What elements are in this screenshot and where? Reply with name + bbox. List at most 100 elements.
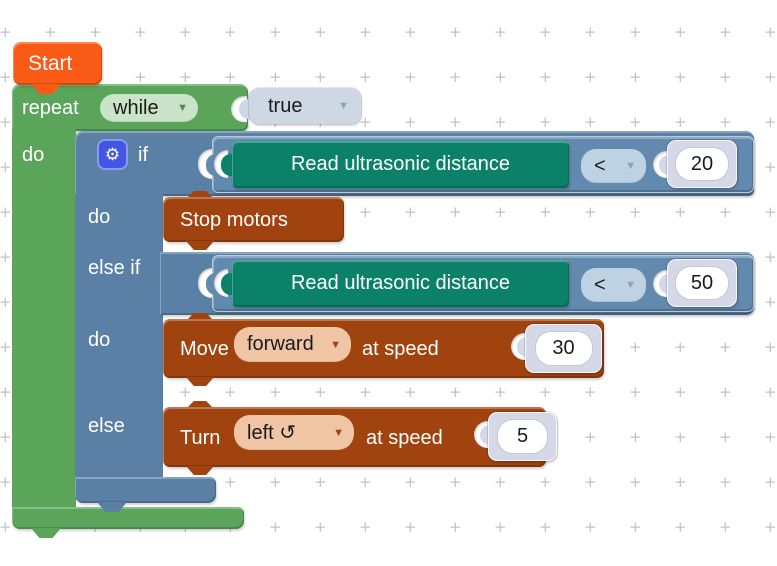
number1-tab xyxy=(659,155,669,175)
sensor2-tab xyxy=(221,273,233,295)
if-block-next-tab xyxy=(97,502,127,512)
grid-cross: + xyxy=(584,113,597,131)
number3-field[interactable]: 30 xyxy=(534,331,593,366)
grid-cross: + xyxy=(764,68,777,86)
grid-cross: + xyxy=(314,518,327,536)
grid-cross: + xyxy=(314,23,327,41)
number4-block[interactable]: 5 xyxy=(488,412,557,461)
repeat-block-footer[interactable] xyxy=(12,507,244,529)
if-block-footer[interactable] xyxy=(75,477,216,503)
grid-cross: + xyxy=(539,383,552,401)
grid-cross: + xyxy=(404,23,417,41)
start-block-next-tab xyxy=(31,84,61,94)
number1-field[interactable]: 20 xyxy=(675,147,729,181)
stop-block-next-tab xyxy=(186,241,214,250)
grid-cross: + xyxy=(0,113,12,131)
chevron-down-icon: ▼ xyxy=(625,279,636,291)
grid-cross: + xyxy=(584,383,597,401)
grid-cross: + xyxy=(494,473,507,491)
if-block-spine[interactable] xyxy=(75,194,163,479)
sensor2-block[interactable]: Read ultrasonic distance xyxy=(232,260,569,307)
turn-verb-label: Turn xyxy=(180,427,221,449)
grid-cross: + xyxy=(404,518,417,536)
grid-cross: + xyxy=(584,473,597,491)
grid-cross: + xyxy=(629,23,642,41)
compare2-tab xyxy=(206,273,216,295)
grid-cross: + xyxy=(0,518,12,536)
grid-cross: + xyxy=(269,518,282,536)
stop-block[interactable] xyxy=(163,197,344,242)
grid-cross: + xyxy=(764,203,777,221)
grid-cross: + xyxy=(764,473,777,491)
grid-cross: + xyxy=(494,68,507,86)
number1-block[interactable]: 20 xyxy=(667,140,737,188)
grid-cross: + xyxy=(494,383,507,401)
grid-cross: + xyxy=(404,203,417,221)
grid-cross: + xyxy=(719,113,732,131)
grid-cross: + xyxy=(674,203,687,221)
grid-cross: + xyxy=(0,203,12,221)
grid-cross: + xyxy=(764,158,777,176)
grid-cross: + xyxy=(674,518,687,536)
grid-cross: + xyxy=(224,473,237,491)
grid-cross: + xyxy=(359,383,372,401)
grid-cross: + xyxy=(674,23,687,41)
repeat-block-spine[interactable] xyxy=(12,129,76,508)
number2-block[interactable]: 50 xyxy=(667,259,737,307)
grid-cross: + xyxy=(449,68,462,86)
grid-cross: + xyxy=(584,518,597,536)
grid-cross: + xyxy=(224,383,237,401)
grid-cross: + xyxy=(404,113,417,131)
grid-cross: + xyxy=(539,68,552,86)
stop-label: Stop motors xyxy=(180,209,288,231)
number2-field[interactable]: 50 xyxy=(675,266,729,300)
grid-cross: + xyxy=(764,428,777,446)
grid-cross: + xyxy=(494,203,507,221)
number3-block[interactable]: 30 xyxy=(525,324,602,373)
grid-cross: + xyxy=(764,293,777,311)
compare2-operator-dropdown[interactable]: < ▼ xyxy=(581,268,646,302)
grid-cross: + xyxy=(719,338,732,356)
true-block[interactable]: true ▼ xyxy=(249,88,361,124)
repeat-mode-dropdown[interactable]: while ▼ xyxy=(100,94,198,122)
grid-cross: + xyxy=(134,23,147,41)
grid-cross: + xyxy=(269,23,282,41)
turn-direction-value: left ↺ xyxy=(247,422,296,444)
grid-cross: + xyxy=(629,428,642,446)
repeat-mode-value: while xyxy=(113,96,159,119)
grid-cross: + xyxy=(584,428,597,446)
gear-icon[interactable]: ⚙ xyxy=(97,139,128,170)
move-direction-dropdown[interactable]: forward ▼ xyxy=(234,327,351,362)
grid-cross: + xyxy=(179,68,192,86)
turn-block-top-notch xyxy=(186,401,214,409)
grid-cross: + xyxy=(494,113,507,131)
grid-cross: + xyxy=(629,473,642,491)
elseif-do-label: do xyxy=(88,329,111,351)
move-direction-value: forward xyxy=(247,333,314,355)
grid-cross: + xyxy=(719,383,732,401)
grid-cross: + xyxy=(539,23,552,41)
grid-cross: + xyxy=(719,203,732,221)
grid-cross: + xyxy=(674,68,687,86)
grid-cross: + xyxy=(539,473,552,491)
chevron-down-icon: ▼ xyxy=(333,426,344,439)
sensor1-block[interactable]: Read ultrasonic distance xyxy=(232,141,569,188)
chevron-down-icon: ▼ xyxy=(330,338,341,351)
turn-direction-dropdown[interactable]: left ↺ ▼ xyxy=(234,415,354,450)
grid-cross: + xyxy=(0,473,12,491)
grid-cross: + xyxy=(584,23,597,41)
grid-cross: + xyxy=(629,383,642,401)
grid-cross: + xyxy=(44,23,57,41)
start-block[interactable] xyxy=(13,42,102,85)
grid-cross: + xyxy=(764,23,777,41)
compare1-operator: < xyxy=(594,154,606,177)
compare1-operator-dropdown[interactable]: < ▼ xyxy=(581,149,646,183)
grid-cross: + xyxy=(629,338,642,356)
grid-cross: + xyxy=(359,518,372,536)
grid-cross: + xyxy=(224,23,237,41)
number4-field[interactable]: 5 xyxy=(497,419,548,454)
move-block-next-tab xyxy=(186,377,214,386)
grid-cross: + xyxy=(449,383,462,401)
grid-cross: + xyxy=(494,23,507,41)
